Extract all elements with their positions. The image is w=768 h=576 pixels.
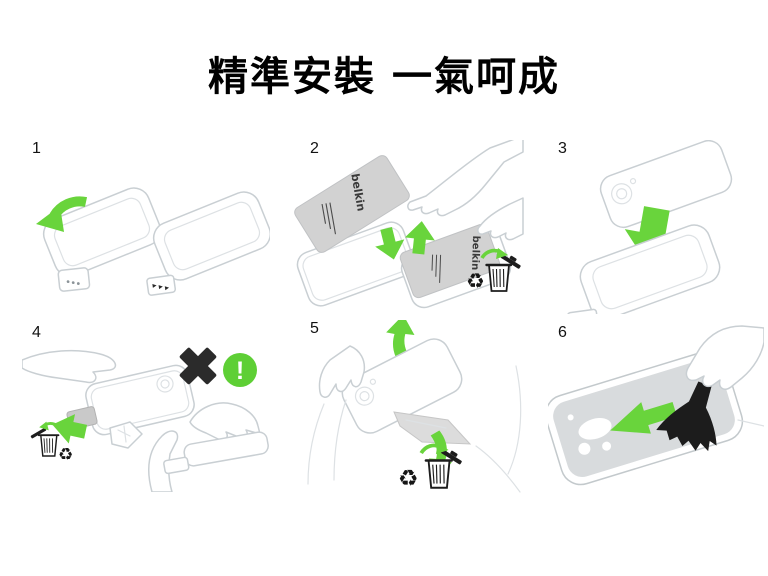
hand-icon — [163, 402, 269, 475]
page-title: 精準安裝 一氣呵成 — [208, 54, 560, 100]
phone-icon — [85, 364, 195, 436]
tray-icon — [566, 224, 721, 314]
step-number: 1 — [32, 140, 41, 157]
step-3-illustration — [566, 140, 733, 314]
step-1-illustration — [36, 187, 270, 296]
step-4: 4 — [22, 324, 270, 492]
step-1: 1 — [22, 140, 270, 310]
hand-icon — [307, 345, 366, 485]
trash-icon — [419, 442, 462, 489]
recycle-icon: ♻ — [58, 445, 73, 464]
step-number: 6 — [558, 324, 567, 341]
protective-film-icon: belkin — [399, 223, 501, 299]
step-number: 3 — [558, 140, 567, 157]
step-number: 5 — [310, 320, 319, 337]
trash-icon — [30, 421, 61, 457]
step-5-illustration: ♻ — [307, 320, 522, 493]
hand-icon — [109, 421, 179, 492]
step-3: 3 — [548, 140, 764, 314]
step-4-illustration: ♻ ! — [22, 347, 269, 492]
step-6: 6 — [548, 324, 764, 494]
tray-icon — [146, 191, 270, 296]
green-flip-arrow — [36, 196, 88, 232]
green-arrow-down — [375, 227, 405, 260]
step-number: 4 — [32, 324, 41, 341]
trash-icon — [480, 248, 521, 292]
x-mark-icon — [179, 347, 217, 385]
hand-icon — [407, 140, 524, 217]
tray-icon — [42, 187, 162, 292]
green-arrow-up — [404, 221, 435, 255]
step-2: 2 belkin — [294, 140, 524, 310]
protective-film-icon — [393, 411, 472, 445]
step-6-illustration — [548, 325, 764, 486]
green-arrow-left — [610, 401, 677, 434]
hand-icon — [22, 349, 117, 384]
protective-film-icon: belkin — [294, 155, 410, 253]
recycle-icon: ♻ — [398, 465, 419, 491]
exclamation-icon: ! — [223, 353, 257, 387]
brand-label: belkin — [469, 235, 481, 270]
hand-icon — [477, 197, 524, 241]
phone-screen-icon — [548, 350, 744, 486]
step-5: 5 — [294, 320, 524, 498]
hand-icon — [475, 365, 522, 493]
svg-text:!: ! — [236, 357, 244, 385]
green-arrow-left — [52, 414, 88, 444]
hand-icon — [685, 325, 764, 427]
phone-back-icon — [599, 140, 733, 229]
step-number: 2 — [310, 140, 319, 157]
recycle-icon: ♻ — [466, 270, 485, 293]
bubbles — [567, 414, 612, 455]
squeegee-icon — [656, 381, 717, 452]
phone-back-icon — [341, 338, 463, 434]
step-2-illustration: belkin belkin — [294, 140, 524, 309]
